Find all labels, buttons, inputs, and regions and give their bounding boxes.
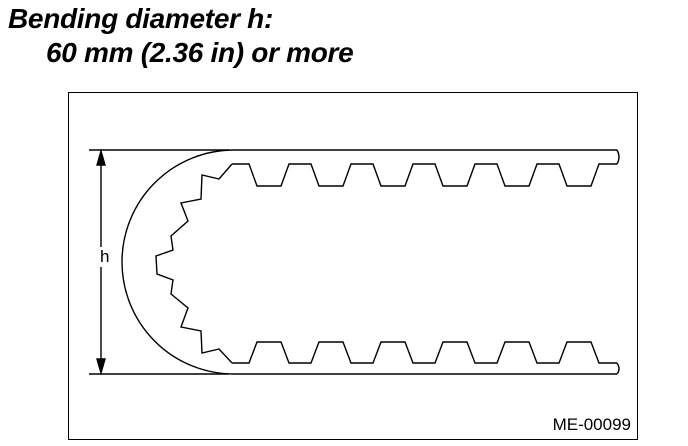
break-mark-top [616,149,620,165]
belt-outer-edge [121,149,617,375]
heading-line-2: 60 mm (2.36 in) or more [46,37,354,68]
dimension-label-h: h [98,247,112,267]
toothed-belt-icon [89,148,620,376]
belt-figure: h ME-00099 [68,92,638,440]
heading: Bending diameter h: 60 mm (2.36 in) or m… [8,2,354,70]
belt-inner-teeth-curve [155,163,233,364]
belt-inner-teeth-top [232,163,617,187]
heading-line-1: Bending diameter h: [8,3,273,34]
dimension-arrowhead-top [96,148,106,166]
belt-inner-teeth-bottom [232,341,617,364]
break-mark-bottom [616,362,620,375]
dimension-arrowhead-bottom [96,358,106,376]
figure-code: ME-00099 [552,415,631,434]
